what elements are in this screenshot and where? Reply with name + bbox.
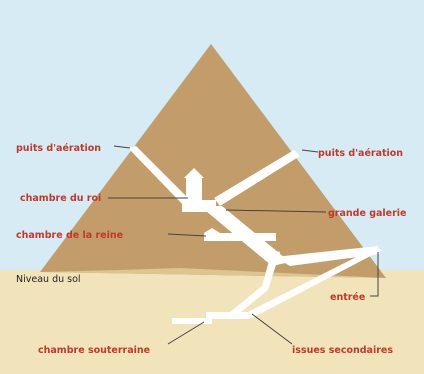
subterranean-chamber <box>172 318 212 324</box>
ascending-passage <box>276 246 380 266</box>
pyramid-body <box>40 44 386 278</box>
air-shaft-left <box>128 146 196 210</box>
leader-lines <box>108 145 379 345</box>
label-subterranean-chamber: chambre souterraine <box>38 345 150 356</box>
passages <box>128 146 382 324</box>
label-queens-chamber: chambre de la reine <box>16 230 123 241</box>
descending-passage <box>244 248 382 318</box>
queens-chamber-passage <box>206 233 276 241</box>
subterranean-passage <box>206 312 250 319</box>
label-ground-level: Niveau du sol <box>16 274 81 285</box>
kings-chamber-roof <box>184 168 204 178</box>
well-shaft <box>230 250 280 316</box>
leader-air-shaft-left <box>113 145 131 149</box>
pyramid-base-line <box>40 268 386 278</box>
label-air-shaft-right: puits d'aération <box>318 148 403 159</box>
leader-queens-chamber <box>167 233 207 237</box>
leader-air-shaft-right <box>301 149 319 153</box>
air-shaft-right <box>214 150 300 206</box>
kings-chamber-tower <box>186 177 202 203</box>
leader-subterranean-chamber <box>167 321 205 345</box>
label-grand-gallery: grande galerie <box>328 208 407 219</box>
queens-chamber <box>204 228 220 241</box>
label-air-shaft-left: puits d'aération <box>16 143 101 154</box>
leader-secondary-exits <box>251 313 293 345</box>
leader-grand-gallery <box>225 209 327 213</box>
leader-entrance <box>370 252 379 297</box>
label-entrance: entrée <box>330 292 365 303</box>
label-kings-chamber: chambre du roi <box>20 193 101 204</box>
label-secondary-exits: issues secondaires <box>292 345 393 356</box>
